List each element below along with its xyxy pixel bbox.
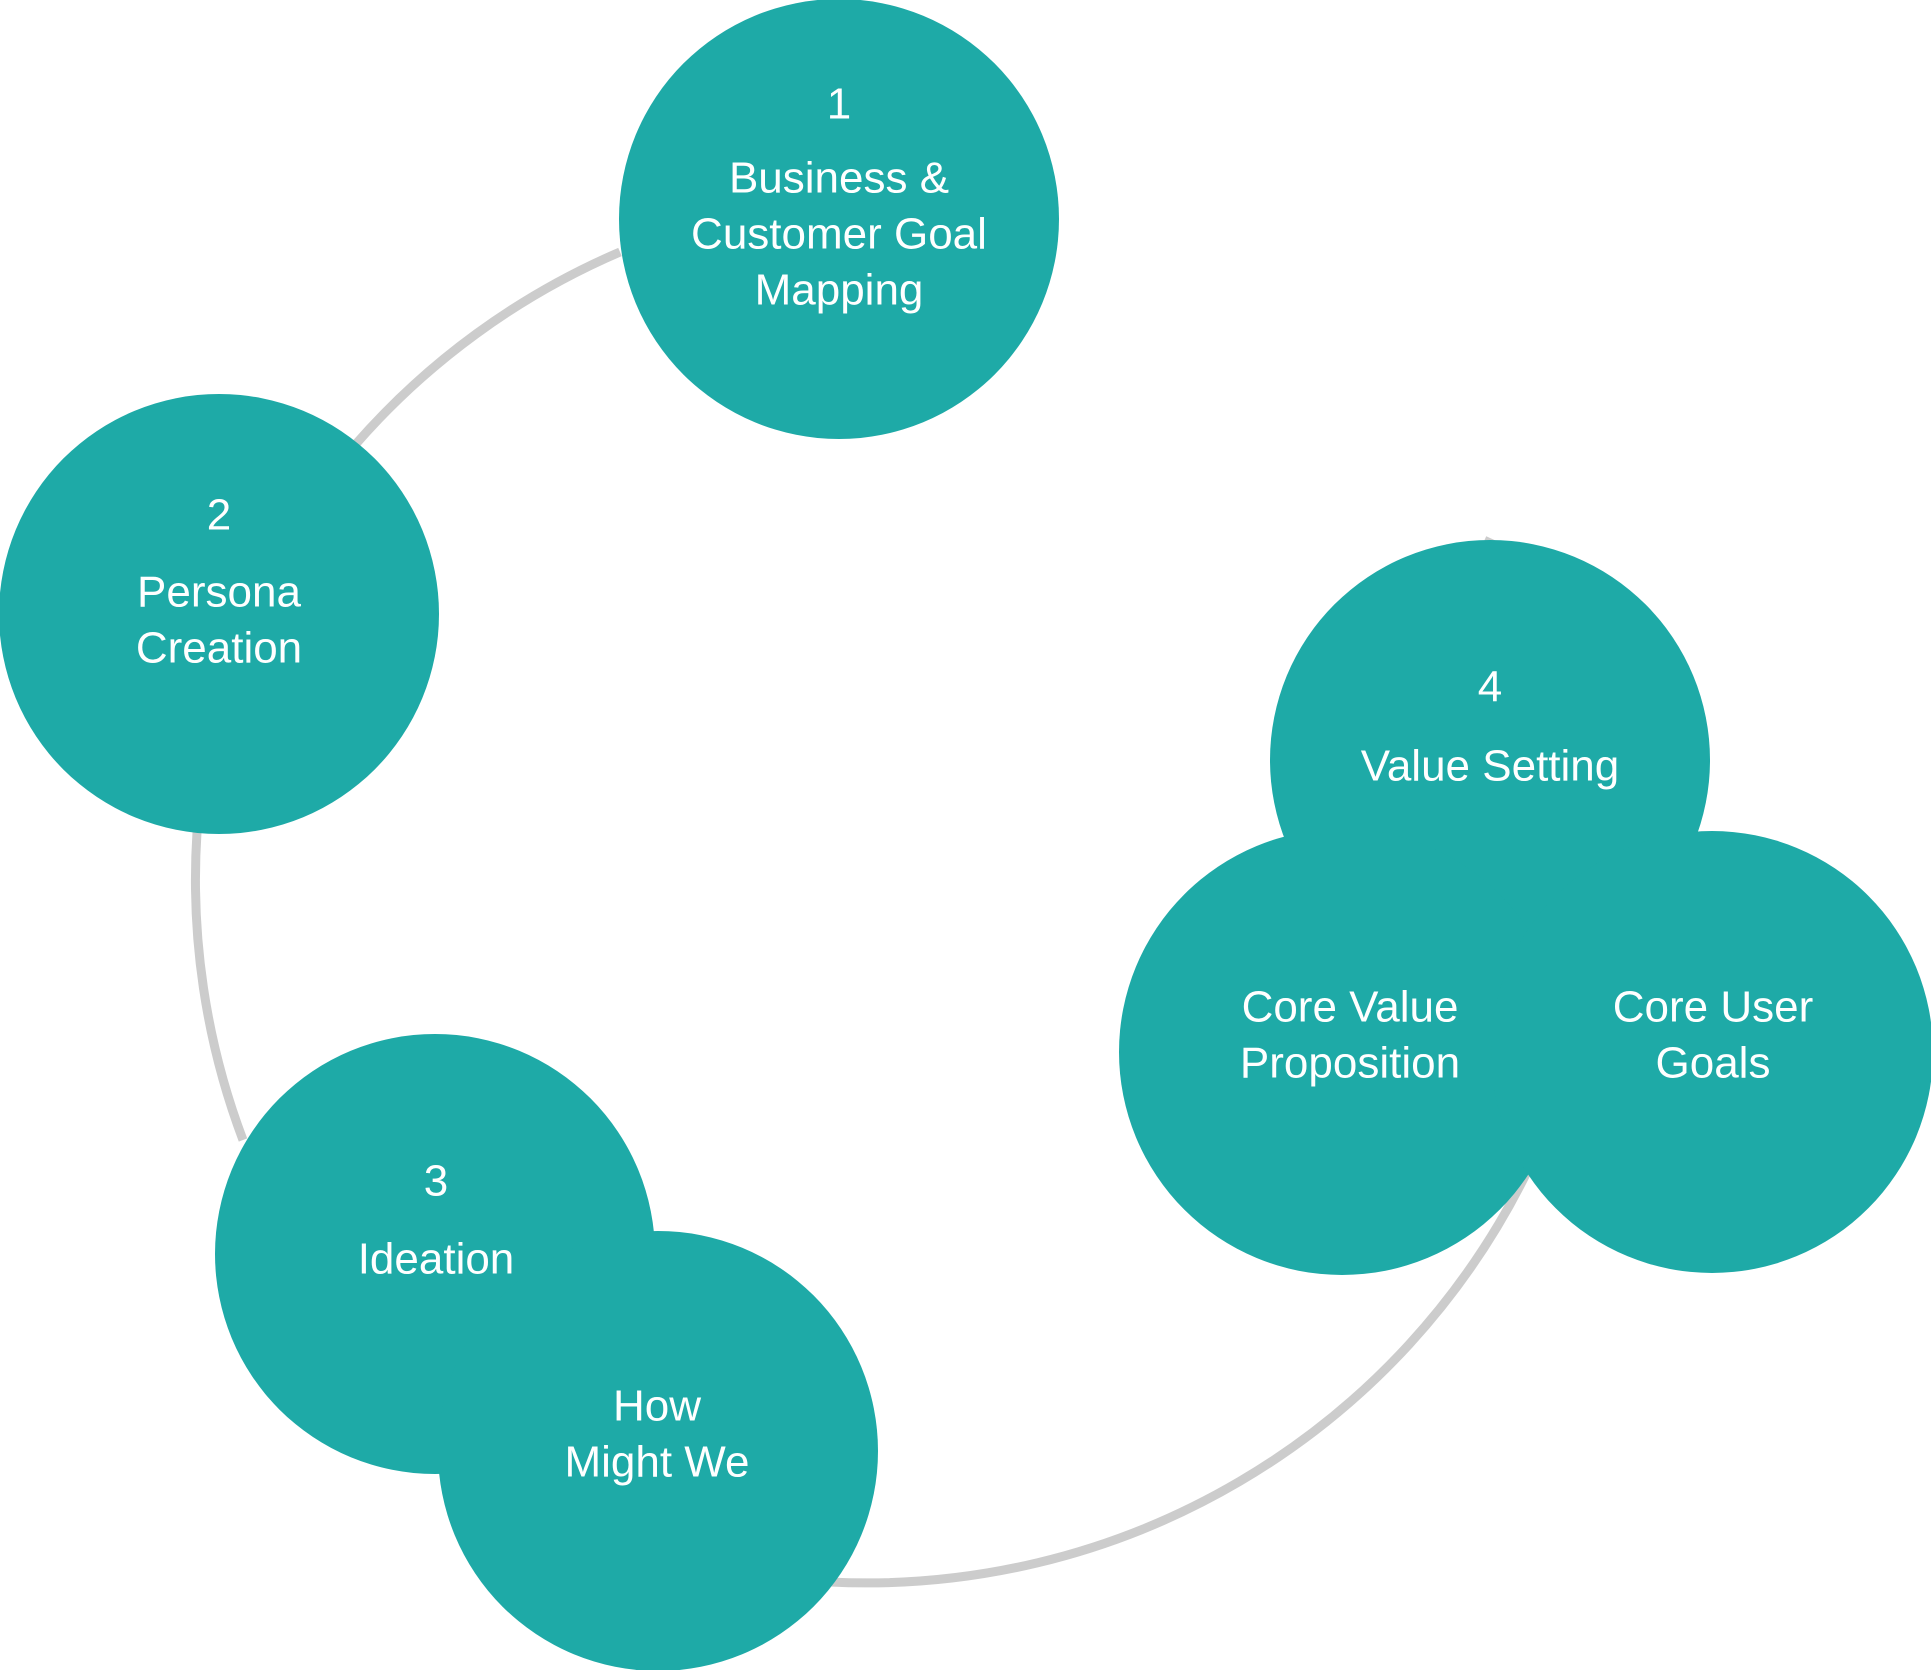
step-4-sub-circle-core-user-goals <box>1491 831 1931 1273</box>
step-2-node: 2 Persona Creation <box>0 394 439 834</box>
step-3-sub-label-line-2: Might We <box>564 1438 749 1487</box>
step-3-sub-circle-how-might-we <box>438 1231 878 1670</box>
step-3-number: 3 <box>424 1157 448 1206</box>
step-4-sub-1-label-line-2: Proposition <box>1240 1039 1460 1088</box>
step-2-number: 2 <box>207 491 231 540</box>
step-1-circle <box>619 0 1059 439</box>
connector-2-to-3 <box>190 831 248 1142</box>
step-4-sub-2-label-line-1: Core User <box>1613 983 1814 1032</box>
step-1-label-line-1: Business & <box>729 154 949 203</box>
step-4-sub-circle-core-value-proposition <box>1119 829 1565 1275</box>
step-4-number: 4 <box>1478 663 1502 712</box>
step-3-node: 3 Ideation How Might We <box>215 1034 878 1670</box>
step-1-label-line-3: Mapping <box>755 266 924 315</box>
step-1-node: 1 Business & Customer Goal Mapping <box>619 0 1059 439</box>
step-2-circle <box>0 394 439 834</box>
step-4-sub-2-label-line-2: Goals <box>1656 1039 1771 1088</box>
step-3-sub-label-line-1: How <box>613 1382 701 1431</box>
step-2-label-line-2: Creation <box>136 624 302 673</box>
step-1-label-line-2: Customer Goal <box>691 210 987 259</box>
step-4-label: Value Setting <box>1361 742 1619 791</box>
step-4-sub-1-label-line-1: Core Value <box>1242 983 1459 1032</box>
step-3-label: Ideation <box>358 1235 515 1284</box>
step-2-label-line-1: Persona <box>137 568 301 617</box>
connector-3-to-4 <box>829 1170 1532 1588</box>
step-1-number: 1 <box>827 80 851 129</box>
step-4-node: 4 Value Setting Core Value Proposition C… <box>1119 540 1931 1275</box>
connector-1-to-2 <box>351 247 622 448</box>
connector-ring <box>190 247 1532 1588</box>
